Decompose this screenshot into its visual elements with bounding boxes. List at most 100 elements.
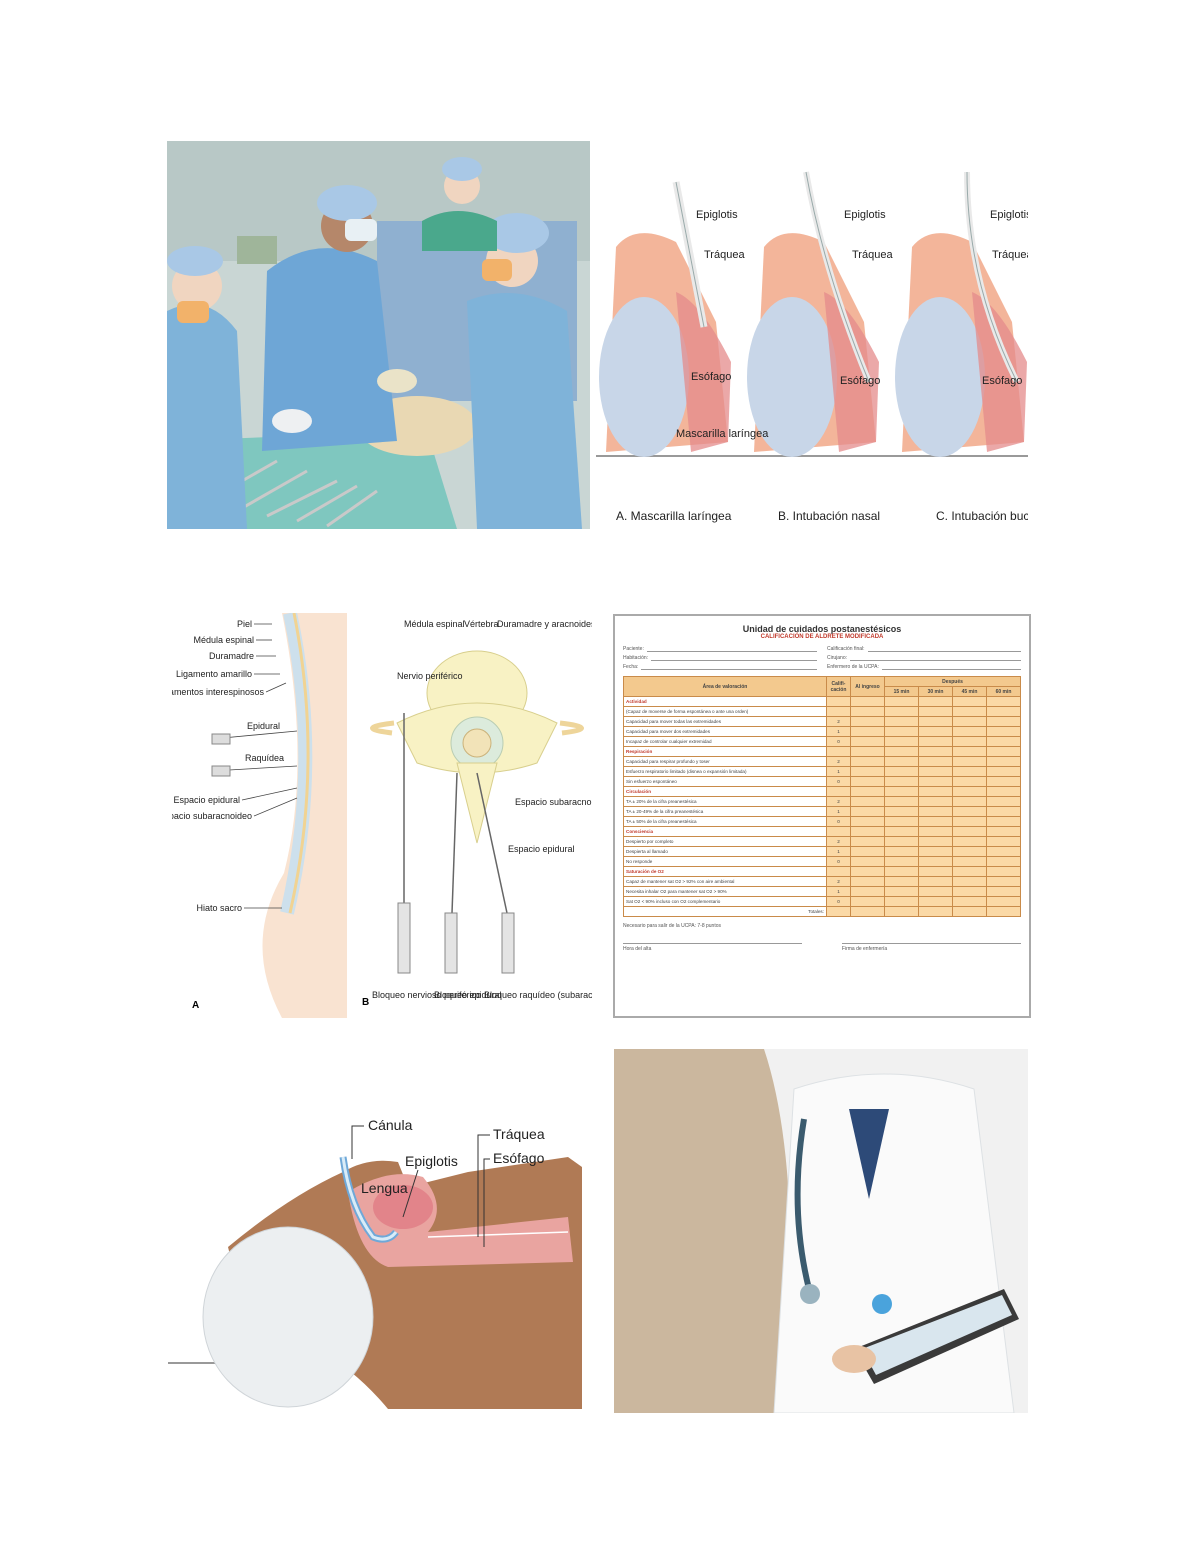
score-cell xyxy=(952,886,987,897)
score-cell xyxy=(918,716,953,727)
right-label-subaracnoideo: Espacio subaracnoideo xyxy=(515,797,592,807)
section-note-row: (Capaz de moverse de forma espontánea o … xyxy=(623,706,1021,717)
score-cell xyxy=(884,796,919,807)
score-cell xyxy=(986,856,1021,867)
score-cell xyxy=(918,776,953,787)
field-habitacion: Habitación: xyxy=(623,655,649,661)
right-label-vertebra: Vértebra xyxy=(464,619,499,629)
item-score: 2 xyxy=(826,756,851,767)
score-cell xyxy=(918,856,953,867)
right-label-bloqueo-nervioso: Bloqueo nervioso periférico xyxy=(372,990,481,1000)
left-label-9: Hiato sacro xyxy=(196,903,242,913)
score-cell xyxy=(986,706,1021,717)
score-cell xyxy=(952,816,987,827)
marker-b: B xyxy=(362,997,369,1008)
score-cell xyxy=(884,706,919,717)
cannula-figure: Cánula Tráquea Epiglotis Esófago Lengua xyxy=(168,1097,582,1409)
label-esofago: Esófago xyxy=(493,1150,545,1166)
score-cell xyxy=(986,806,1021,817)
header-area: Área de valoración xyxy=(623,676,827,697)
left-label-3: Ligamento amarillo xyxy=(176,669,252,679)
item-score: 1 xyxy=(826,886,851,897)
score-cell xyxy=(918,846,953,857)
score-cell xyxy=(952,706,987,717)
score-cell xyxy=(884,756,919,767)
score-cell xyxy=(884,746,919,757)
label-traquea-b: Tráquea xyxy=(852,249,893,261)
header-time: 45 min xyxy=(952,686,987,697)
form-title: Unidad de cuidados postanestésicos xyxy=(742,624,902,634)
score-cell xyxy=(826,906,851,917)
form-header-fields: Paciente: Calificación final: Habitación… xyxy=(623,646,1021,670)
score-cell xyxy=(952,896,987,907)
item-text: Despierto por completo xyxy=(623,836,827,847)
field-calificacion-final: Calificación final: xyxy=(827,646,865,652)
section-row: Circulación xyxy=(623,786,1021,797)
label-esofago-b: Esófago xyxy=(840,375,880,387)
score-cell xyxy=(884,836,919,847)
section-name: Respiración xyxy=(623,746,827,757)
table-row: Capacidad para mover todas las extremida… xyxy=(623,716,1021,727)
score-cell xyxy=(850,716,885,727)
score-cell xyxy=(918,866,953,877)
score-cell xyxy=(986,796,1021,807)
item-text: Incapaz de controlar cualquier extremida… xyxy=(623,736,827,747)
score-cell xyxy=(884,906,919,917)
form-note: Necesario para salir de la UCPA: 7-8 pun… xyxy=(623,923,722,929)
score-cell xyxy=(986,736,1021,747)
score-cell xyxy=(918,736,953,747)
score-cell xyxy=(884,776,919,787)
score-cell xyxy=(850,746,885,757)
score-cell xyxy=(850,886,885,897)
right-label-nervio: Nervio periférico xyxy=(397,671,463,681)
score-cell xyxy=(986,696,1021,707)
table-row: Incapaz de controlar cualquier extremida… xyxy=(623,736,1021,747)
score-cell xyxy=(884,896,919,907)
sign-firma: Firma de enfermería xyxy=(841,943,1021,952)
score-cell xyxy=(986,816,1021,827)
score-cell xyxy=(952,826,987,837)
score-cell xyxy=(952,716,987,727)
score-cell xyxy=(850,806,885,817)
score-cell xyxy=(850,726,885,737)
table-row: Sat O2 < 90% incluso con O2 complementar… xyxy=(623,896,1021,907)
score-cell xyxy=(884,826,919,837)
score-cell xyxy=(986,746,1021,757)
score-cell xyxy=(884,886,919,897)
score-cell xyxy=(850,706,885,717)
field-cirujano: Cirujano: xyxy=(827,655,848,661)
score-cell xyxy=(952,736,987,747)
airway-devices-figure: Epiglotis Tráquea Esófago Mascarilla lar… xyxy=(596,152,1028,530)
spinal-anesthesia-figure: Piel Médula espinal Duramadre Ligamento … xyxy=(172,613,592,1018)
item-score: 1 xyxy=(826,806,851,817)
score-cell xyxy=(826,866,851,877)
field-paciente: Paciente: xyxy=(623,646,644,652)
score-cell xyxy=(952,806,987,817)
header-time: 30 min xyxy=(918,686,953,697)
label-epiglotis-a: Epiglotis xyxy=(696,209,738,221)
label-traquea-a: Tráquea xyxy=(704,249,745,261)
score-cell xyxy=(850,896,885,907)
item-text: Despierta al llamado xyxy=(623,846,827,857)
score-cell xyxy=(918,806,953,817)
score-cell xyxy=(918,836,953,847)
totals-label: Totales: xyxy=(623,906,827,917)
table-row: Capacidad para respirar profundo y toser… xyxy=(623,756,1021,767)
score-cell xyxy=(986,766,1021,777)
score-cell xyxy=(952,756,987,767)
left-label-6: Raquídea xyxy=(245,753,284,763)
item-score: 0 xyxy=(826,856,851,867)
score-cell xyxy=(952,696,987,707)
score-cell xyxy=(986,826,1021,837)
section-row: Respiración xyxy=(623,746,1021,757)
label-esofago-a: Esófago xyxy=(691,371,731,383)
surgery-photo xyxy=(167,141,590,529)
score-cell xyxy=(850,776,885,787)
header-ingreso: Al ingreso xyxy=(850,676,885,697)
caption-a: A. Mascarilla laríngea xyxy=(616,509,732,523)
